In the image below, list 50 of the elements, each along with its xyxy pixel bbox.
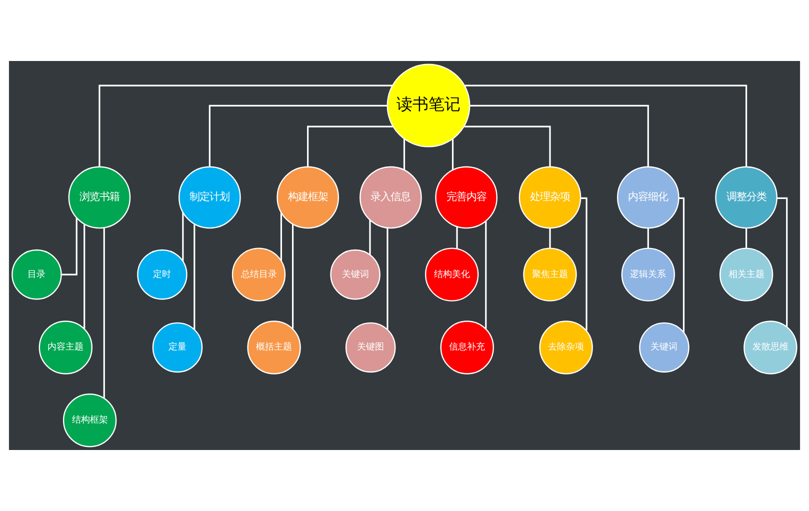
connector bbox=[464, 84, 748, 167]
connector bbox=[647, 228, 649, 248]
connector bbox=[386, 228, 388, 330]
connector bbox=[280, 212, 282, 261]
connector bbox=[98, 84, 392, 167]
node-circle: 内容细化 bbox=[616, 166, 680, 229]
node-circle: 结构框架 bbox=[62, 394, 117, 448]
node-circle: 完善内容 bbox=[435, 166, 498, 229]
connector bbox=[746, 228, 748, 248]
node-circle: 读书笔记 bbox=[386, 64, 470, 148]
connector bbox=[292, 224, 294, 329]
node-circle: 总结目录 bbox=[232, 248, 286, 302]
connector bbox=[103, 228, 105, 398]
node-circle: 目录 bbox=[12, 249, 62, 300]
node-circle: 关键词 bbox=[330, 249, 380, 300]
node-circle: 逻辑关系 bbox=[621, 248, 675, 302]
node-circle: 录入信息 bbox=[360, 166, 422, 229]
node-circle: 关键词 bbox=[639, 322, 690, 373]
connector bbox=[369, 220, 371, 255]
connector bbox=[403, 138, 406, 170]
node-circle: 制定计划 bbox=[178, 166, 241, 229]
node-circle: 信息补充 bbox=[440, 320, 494, 374]
node-circle: 概括主题 bbox=[247, 320, 301, 374]
node-circle: 浏览书籍 bbox=[68, 166, 131, 229]
node-circle: 定量 bbox=[152, 322, 203, 373]
node-circle: 定时 bbox=[137, 249, 188, 300]
connector bbox=[194, 224, 196, 330]
connector bbox=[549, 228, 551, 248]
node-circle: 内容主题 bbox=[38, 320, 93, 374]
connector bbox=[678, 197, 685, 332]
connector bbox=[208, 104, 388, 167]
node-circle: 处理杂项 bbox=[518, 166, 582, 229]
node-circle: 结构美化 bbox=[424, 248, 479, 302]
node-circle: 聚焦主题 bbox=[523, 248, 577, 302]
connector bbox=[452, 138, 454, 170]
node-circle: 发散思维 bbox=[744, 320, 798, 374]
node-circle: 去除杂项 bbox=[539, 320, 593, 374]
node-circle: 构建框架 bbox=[276, 166, 339, 229]
connector bbox=[456, 226, 458, 249]
connector bbox=[464, 126, 551, 167]
connector bbox=[307, 126, 393, 167]
connector bbox=[470, 104, 649, 167]
connector bbox=[84, 224, 86, 329]
connector bbox=[485, 221, 487, 329]
connector bbox=[182, 212, 184, 262]
node-circle: 相关主题 bbox=[719, 248, 774, 302]
connector bbox=[777, 197, 788, 327]
node-circle: 调整分类 bbox=[715, 166, 778, 229]
node-circle: 关键图 bbox=[345, 322, 396, 373]
connector bbox=[580, 197, 588, 331]
